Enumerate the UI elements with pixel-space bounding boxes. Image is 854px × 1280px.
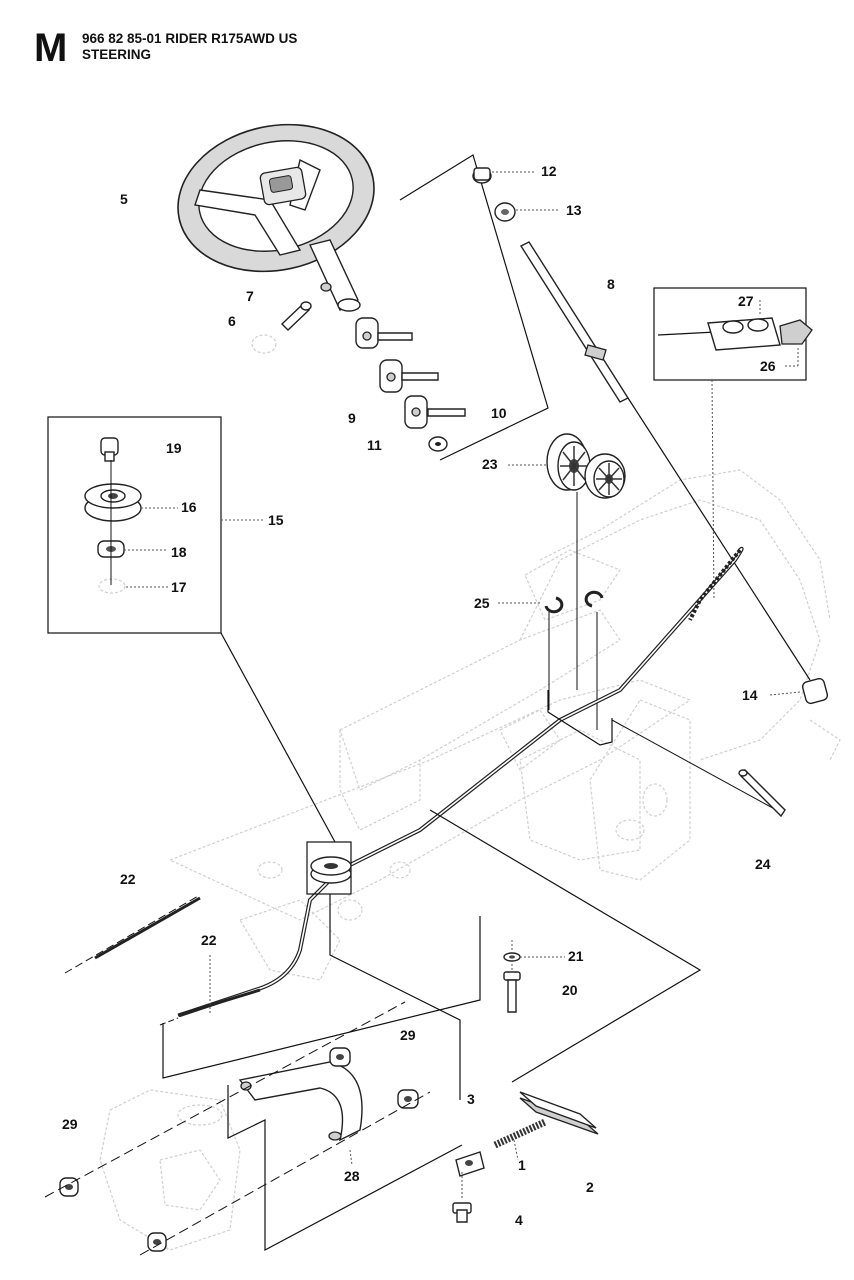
callout-21: 21 bbox=[568, 948, 584, 964]
callout-28: 28 bbox=[344, 1168, 360, 1184]
callout-15: 15 bbox=[268, 512, 284, 528]
spacer-29-bottom bbox=[147, 1232, 167, 1252]
bracket-box-outline bbox=[227, 1085, 463, 1251]
callout-9: 9 bbox=[348, 410, 356, 426]
leader-to-bracket bbox=[329, 894, 461, 1100]
callout-8: 8 bbox=[607, 276, 615, 292]
spring-plate-assembly bbox=[452, 1091, 599, 1223]
shaft-group-box bbox=[399, 154, 549, 461]
callout-5: 5 bbox=[120, 191, 128, 207]
callout-25: 25 bbox=[474, 595, 490, 611]
chassis-frame-outline bbox=[99, 469, 841, 1251]
steering-wheel bbox=[177, 123, 375, 273]
link-line-14 bbox=[627, 397, 811, 681]
callout-18: 18 bbox=[171, 544, 187, 560]
clip-25b bbox=[584, 590, 604, 608]
callout-17: 17 bbox=[171, 579, 187, 595]
bracket-28 bbox=[238, 1061, 363, 1142]
callout-19: 19 bbox=[166, 440, 182, 456]
pulley-pair-23 bbox=[546, 433, 626, 499]
coupler-stack bbox=[355, 317, 466, 452]
cable-end-26-27 bbox=[657, 300, 813, 351]
spacer-29-upper bbox=[329, 1047, 351, 1067]
callout-27: 27 bbox=[738, 293, 754, 309]
inset-box-15 bbox=[47, 416, 222, 634]
inset-15-pointer bbox=[220, 632, 336, 843]
callout-3: 3 bbox=[467, 1091, 475, 1107]
callout-2: 2 bbox=[586, 1179, 594, 1195]
callout-26: 26 bbox=[760, 358, 776, 374]
axis-line-29 bbox=[44, 1001, 406, 1198]
callout-14: 14 bbox=[742, 687, 758, 703]
model-code-line: 966 82 85-01 RIDER R175AWD US bbox=[82, 31, 298, 46]
section-letter: M bbox=[34, 26, 68, 70]
callout-20: 20 bbox=[562, 982, 578, 998]
cable-drop-leader bbox=[711, 379, 715, 601]
cable-22-lower bbox=[177, 988, 261, 1017]
lower-pulley bbox=[310, 856, 352, 884]
shaft-8 bbox=[472, 167, 630, 403]
callout-29-left: 29 bbox=[62, 1116, 78, 1132]
callout-4: 4 bbox=[515, 1212, 523, 1228]
pulley-bracket-box bbox=[547, 690, 613, 746]
callout-13: 13 bbox=[566, 202, 582, 218]
bolt-14 bbox=[801, 677, 829, 705]
callout-6: 6 bbox=[228, 313, 236, 329]
callout-22-lower: 22 bbox=[201, 932, 217, 948]
inset-parts-15 bbox=[84, 437, 142, 594]
roll-pin-6 bbox=[280, 301, 312, 331]
callout-12: 12 bbox=[541, 163, 557, 179]
callout-22-upper: 22 bbox=[120, 871, 136, 887]
spacer-29-left bbox=[59, 1177, 79, 1197]
cable-box-outline bbox=[162, 916, 481, 1079]
callout-16: 16 bbox=[181, 499, 197, 515]
bolt-20 bbox=[503, 940, 521, 1013]
callout-1: 1 bbox=[518, 1157, 526, 1173]
callout-11: 11 bbox=[367, 437, 382, 453]
callout-23: 23 bbox=[482, 456, 498, 472]
ball-7 bbox=[320, 282, 332, 292]
callout-24: 24 bbox=[755, 856, 771, 872]
cable-22-upper bbox=[94, 896, 201, 960]
leader-to-spring bbox=[429, 809, 702, 1083]
rod-24 bbox=[740, 768, 786, 818]
diagram-title: STEERING bbox=[82, 47, 152, 62]
washer-6-ghost bbox=[251, 334, 277, 354]
callout-10: 10 bbox=[491, 405, 507, 421]
steering-column bbox=[309, 239, 361, 312]
callout-7: 7 bbox=[246, 288, 254, 304]
spacer-29-right bbox=[397, 1089, 419, 1109]
callout-labels: 1 2 3 4 5 6 7 8 9 10 11 12 13 14 15 16 1… bbox=[62, 163, 776, 1228]
callout-29-right: 29 bbox=[400, 1027, 416, 1043]
clip-25a bbox=[544, 596, 564, 614]
